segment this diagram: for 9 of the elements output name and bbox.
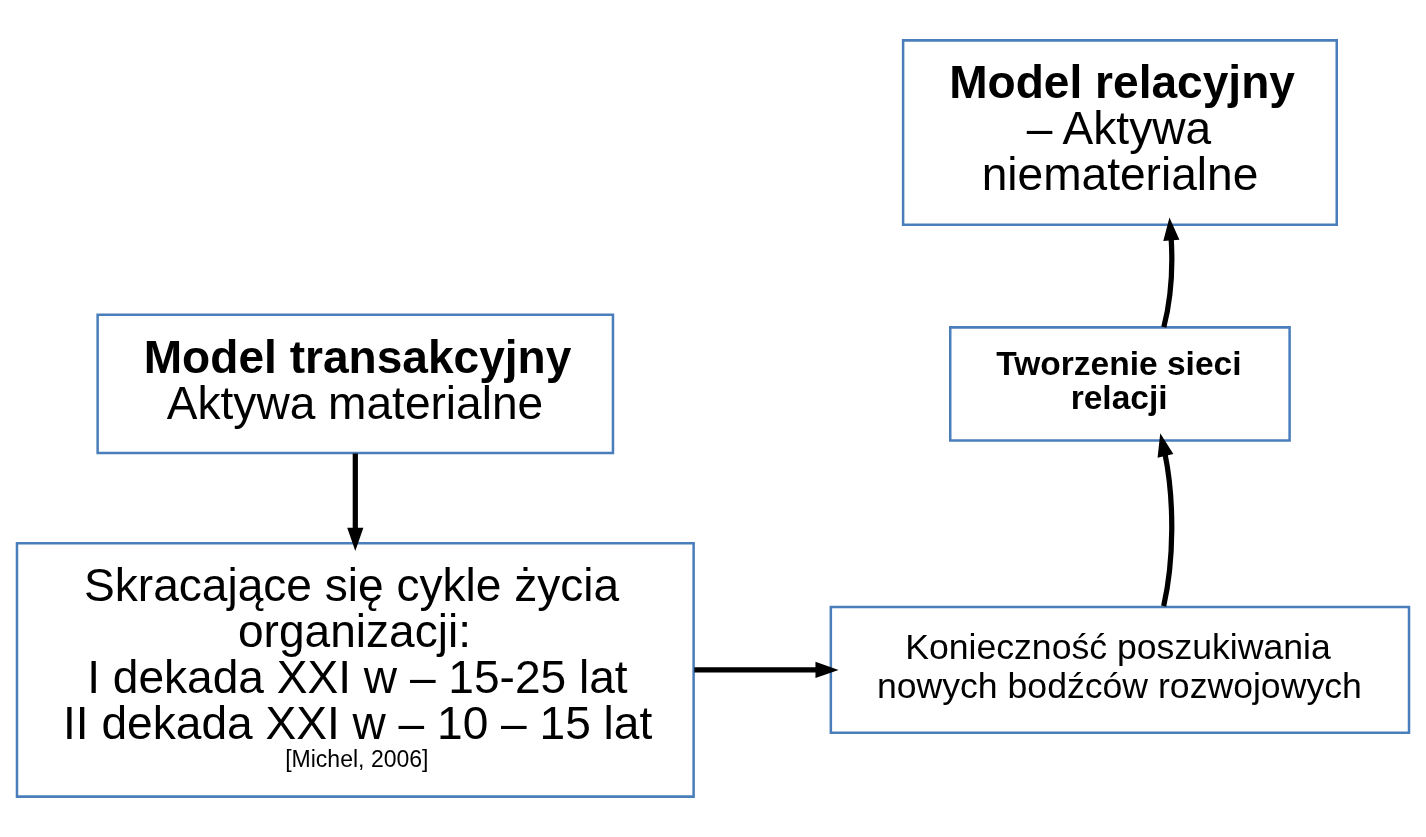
node-box: Skracające się cykle życia organizacji: I dekada XXI w – 15-25 lat II dekada XXI w – 10 – 15 lat [Michel, 2006]	[15, 541, 695, 798]
arrow	[347, 453, 364, 551]
arrow	[1157, 433, 1175, 607]
node-box: Tworzenie sieci relacji	[949, 326, 1291, 442]
node-box: Model relacyjny – Aktywa niematerialne	[901, 39, 1338, 226]
arrow	[1161, 217, 1180, 328]
arrow	[694, 661, 839, 678]
node-box: Konieczność poszukiwania nowych bodźców rozwojowych	[829, 605, 1411, 734]
node-box: Model transakcyjny Aktywa materialne	[96, 313, 615, 455]
